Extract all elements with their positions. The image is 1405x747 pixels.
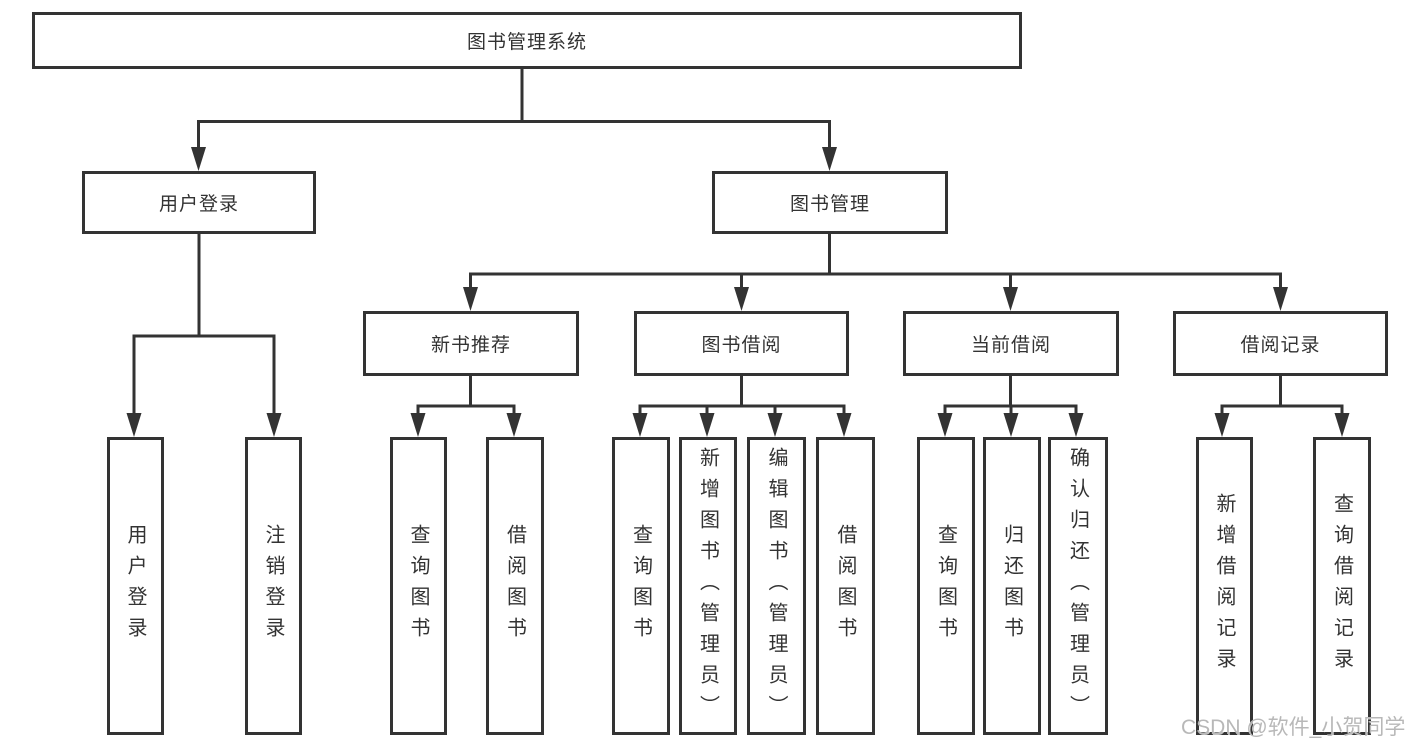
leaf-edit-books-admin: 编辑图书（管理员） xyxy=(747,437,806,735)
node-label: 新增图书（管理员） xyxy=(696,446,719,726)
node-current-borrowing: 当前借阅 xyxy=(903,311,1119,376)
node-label: 用户登录 xyxy=(124,524,146,648)
tree-edges xyxy=(132,66,1344,416)
node-user-login: 用户登录 xyxy=(82,171,316,234)
node-label: 借阅记录 xyxy=(1240,335,1321,356)
node-label: 图书借阅 xyxy=(701,335,782,356)
node-label: 图书管理系统 xyxy=(466,32,587,53)
leaf-query-books-current: 查询图书 xyxy=(917,437,975,735)
node-new-book-recommend: 新书推荐 xyxy=(363,311,579,376)
leaf-borrow-books-borrowing: 借阅图书 xyxy=(816,437,875,735)
leaf-return-books: 归还图书 xyxy=(983,437,1041,735)
node-label: 新增借阅记录 xyxy=(1213,493,1235,679)
leaf-confirm-return-admin: 确认归还（管理员） xyxy=(1048,437,1108,735)
node-book-borrowing: 图书借阅 xyxy=(634,311,849,376)
node-label: 新书推荐 xyxy=(430,335,511,356)
node-label: 归还图书 xyxy=(1000,524,1023,648)
node-label: 图书管理 xyxy=(789,194,870,215)
arrowheads xyxy=(126,147,1350,437)
node-label: 注销登录 xyxy=(262,524,284,648)
node-borrowing-records: 借阅记录 xyxy=(1173,311,1388,376)
leaf-logout: 注销登录 xyxy=(245,437,302,735)
leaf-add-borrow-record: 新增借阅记录 xyxy=(1196,437,1253,735)
node-label: 编辑图书（管理员） xyxy=(765,446,787,726)
leaf-borrow-books-recommend: 借阅图书 xyxy=(486,437,544,735)
leaf-add-books-admin: 新增图书（管理员） xyxy=(679,437,737,735)
node-book-management: 图书管理 xyxy=(712,171,948,234)
node-label: 查询借阅记录 xyxy=(1330,493,1353,679)
leaf-query-books-borrowing: 查询图书 xyxy=(612,437,670,735)
node-label: 查询图书 xyxy=(629,524,652,648)
node-label: 当前借阅 xyxy=(970,335,1051,356)
node-label: 借阅图书 xyxy=(503,524,526,648)
watermark: CSDN @软件_小贺同学 xyxy=(1181,716,1405,739)
node-label: 查询图书 xyxy=(934,524,957,648)
leaf-query-borrow-record: 查询借阅记录 xyxy=(1313,437,1371,735)
leaf-query-books-recommend: 查询图书 xyxy=(390,437,447,735)
node-label: 确认归还（管理员） xyxy=(1066,446,1089,726)
node-label: 用户登录 xyxy=(158,194,239,215)
node-label: 借阅图书 xyxy=(834,524,856,648)
node-label: 查询图书 xyxy=(407,524,429,648)
node-library-management-system: 图书管理系统 xyxy=(32,12,1022,69)
leaf-user-login: 用户登录 xyxy=(107,437,164,735)
